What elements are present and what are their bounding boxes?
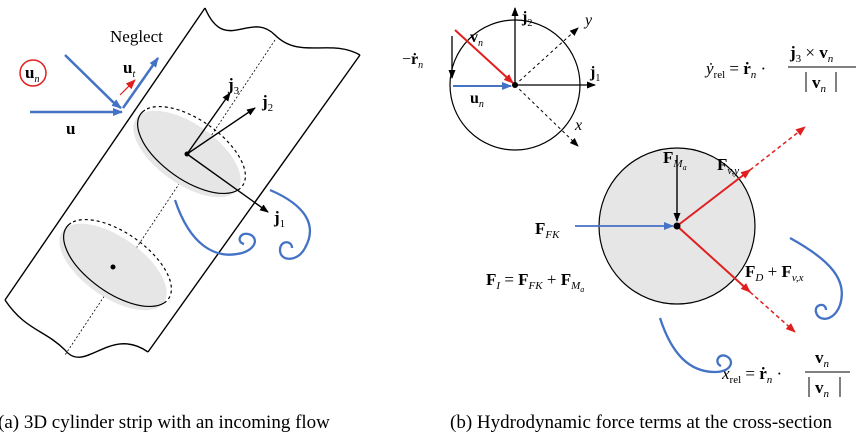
vortex-swirl-b2 <box>658 317 733 374</box>
svg-text:vn: vn <box>815 348 830 370</box>
j2-label: j2 <box>261 92 273 114</box>
svg-text:ẏrel = ṙn ·: ẏrel = ṙn · <box>704 59 766 81</box>
lower-cross-section <box>59 218 172 311</box>
cylinder-bottom-wave <box>4 299 149 358</box>
svg-text:j3 × vn: j3 × vn <box>789 43 834 65</box>
un-highlight-circle <box>19 59 47 87</box>
caption-a: (a) 3D cylinder strip with an incoming f… <box>0 412 330 433</box>
top-center-dot <box>512 82 518 88</box>
top-rn-label: −ṙn <box>402 51 423 71</box>
top-j1-label: j1 <box>589 64 600 84</box>
cylinder-axis <box>64 39 276 356</box>
cross-section-center-dot <box>673 222 681 230</box>
cylinder-right-edge <box>147 54 361 353</box>
fvy-arrow <box>676 169 751 227</box>
panel-a: j3 j2 j1 un ut Neglect u (a) 3D cylinder… <box>0 7 361 433</box>
svg-text:ẋrel = ṙn ·: ẋrel = ṙn · <box>721 364 782 386</box>
top-vn-label: vn <box>470 29 483 49</box>
fi-equation: FI = FFK + FMa <box>486 270 584 294</box>
top-y-arrow <box>514 27 579 86</box>
panel-b: j2 j1 y x vn −ṙn un FMa FFK Fv,y FD + Fv… <box>402 7 856 433</box>
j2-arrow <box>186 107 256 155</box>
top-y-label: y <box>583 12 593 29</box>
j3-label: j3 <box>227 75 240 97</box>
ut-label: ut <box>123 58 135 80</box>
fd-arrow <box>676 225 751 293</box>
vortex-swirl-b1 <box>789 236 843 320</box>
yrel-equation: ẏrel = ṙn · j3 × vn vn <box>704 43 856 95</box>
ut-flow-arrow <box>121 57 160 109</box>
j1-label: j1 <box>273 208 285 230</box>
top-x-arrow <box>514 84 579 147</box>
u-label: u <box>66 119 75 138</box>
un-label: un <box>25 63 39 85</box>
svg-text:vn: vn <box>812 73 827 95</box>
j3-arrow <box>186 92 231 155</box>
un-flow-arrow <box>64 54 122 109</box>
fma-label: FMa <box>663 148 687 172</box>
neglect-red-arrow <box>119 79 136 96</box>
top-j2-label: j2 <box>521 9 532 29</box>
cylinder-left-edge <box>4 7 206 301</box>
cylinder-top-wave <box>204 7 361 56</box>
fvy-label: Fv,y <box>717 155 739 177</box>
vortex-swirl-a1 <box>173 199 256 256</box>
vortex-swirl-a2 <box>269 188 311 260</box>
ffk-label: FFK <box>535 219 560 241</box>
svg-text:vn: vn <box>815 378 830 400</box>
fd-fvx-label: FD + Fv,x <box>745 262 804 284</box>
top-vn-arrow <box>454 29 514 84</box>
top-x-label: x <box>574 117 582 134</box>
xrel-dashed-arrow <box>749 291 796 333</box>
yrel-dashed-arrow <box>749 126 806 171</box>
j1-arrow <box>186 153 269 213</box>
caption-b: (b) Hydrodynamic force terms at the cros… <box>450 412 832 433</box>
neglect-label: Neglect <box>110 27 163 46</box>
xrel-equation: ẋrel = ṙn · vn vn <box>721 348 850 400</box>
top-un-label: un <box>470 90 484 110</box>
